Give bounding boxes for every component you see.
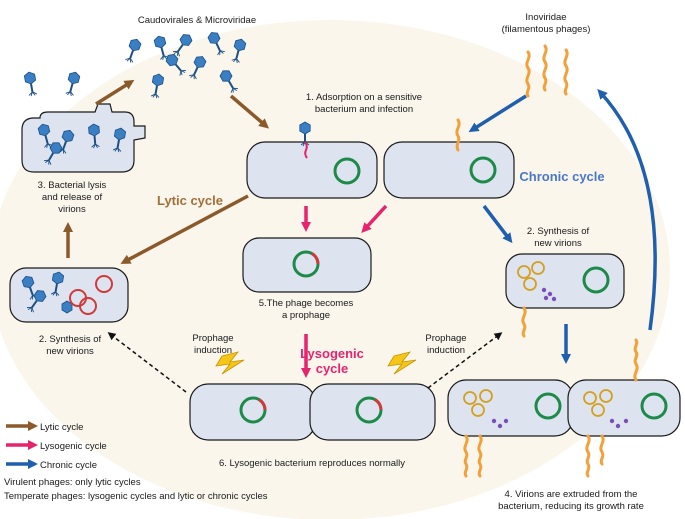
lightning-bolt-icon: [387, 351, 417, 375]
caudovirales-label: Caudovirales & Microviridae: [138, 15, 256, 26]
lytic-arrow-synthesis: [120, 194, 249, 264]
chronic-infected-bacterium: [383, 118, 515, 199]
lysis-label-3: virions: [58, 204, 86, 215]
induction-left-label: Prophage: [192, 333, 233, 344]
lysis-label: 3. Bacterial lysis: [38, 180, 107, 191]
legend-chronic-label: Chronic cycle: [40, 460, 97, 471]
lysogenic-arrow-chronic-integration: [361, 204, 388, 233]
lysis-label-2: and release of: [42, 192, 103, 203]
chronic-arrow-return: [597, 89, 657, 331]
prophage-label: 5.The phage becomes: [259, 298, 354, 309]
lytic-arrow-release: [95, 79, 135, 106]
step1-label: 1. Adsorption on a sensitive: [306, 92, 422, 103]
virulent-note: Virulent phages: only lytic cycles: [4, 477, 141, 488]
synthesis-left-label-2: new virions: [46, 346, 94, 357]
reproduces-label: 6. Lysogenic bacterium reproduces normal…: [219, 458, 405, 469]
synthesis-right-label-2: new virions: [534, 238, 582, 249]
inoviridae-label: Inoviridae: [525, 12, 566, 23]
induction-right-label: Prophage: [425, 333, 466, 344]
chronic-arrow-synthesis: [482, 204, 513, 244]
lysing-bacterium: [21, 103, 146, 173]
inoviridae-sub-label: (filamentous phages): [502, 24, 591, 35]
extruding-bacteria: [447, 338, 681, 478]
legend: Lytic cycle Lysogenic cycle Chronic cycl…: [6, 421, 107, 471]
virion-cluster-left: [22, 69, 82, 98]
extruded-label-2: bacterium, reducing its growth rate: [498, 501, 644, 512]
dividing-lysogenic-bacteria: [189, 383, 436, 441]
lysogenic-cycle-title: Lysogenic: [300, 346, 364, 361]
synthesizing-bacterium-left: [9, 267, 129, 323]
synthesis-left-label: 2. Synthesis of: [39, 334, 102, 345]
induction-right-label-2: induction: [427, 345, 465, 356]
extruded-label: 4. Virions are extruded from the: [505, 489, 638, 500]
step1-label-2: bacterium and infection: [315, 104, 413, 115]
induction-left-label-2: induction: [194, 345, 232, 356]
prophage-label-2: a prophage: [282, 310, 330, 321]
prophage-bacterium: [242, 237, 372, 293]
lytic-arrow-adsorption: [229, 94, 270, 129]
induction-arrow-left: [107, 332, 187, 393]
induction-arrow-right: [427, 332, 503, 389]
lightning-bolt-icon: [215, 351, 245, 375]
legend-lysogenic-label: Lysogenic cycle: [40, 441, 107, 452]
lysogenic-cycle-title-2: cycle: [316, 361, 349, 376]
legend-lytic-label: Lytic cycle: [40, 422, 83, 433]
temperate-note: Temperate phages: lysogenic cycles and l…: [4, 491, 268, 502]
synthesizing-bacterium-right: [505, 253, 625, 338]
infected-bacterium: [246, 121, 378, 199]
synthesis-right-label: 2. Synthesis of: [527, 226, 590, 237]
chronic-arrow-infection: [468, 94, 527, 133]
lytic-cycle-title: Lytic cycle: [157, 193, 223, 208]
chronic-cycle-title: Chronic cycle: [519, 169, 604, 184]
